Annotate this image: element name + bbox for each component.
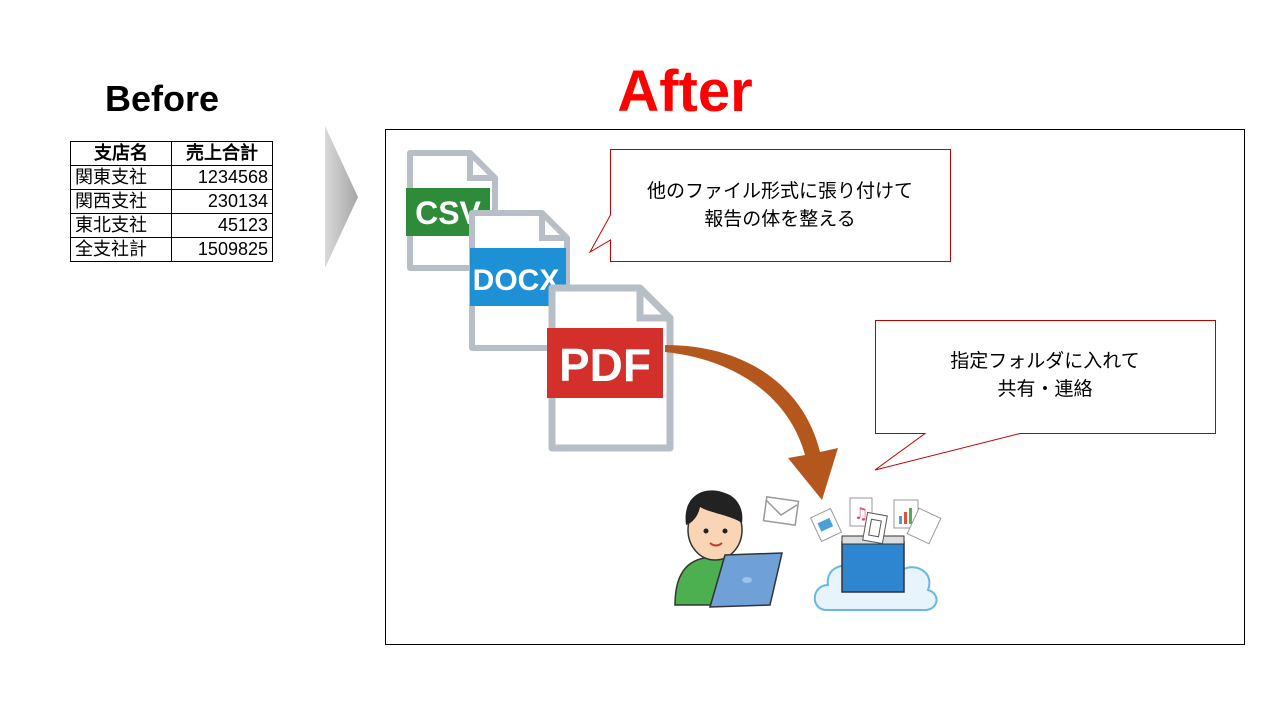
callout-bubble-2 [874, 320, 1216, 471]
cell-sales: 45123 [171, 213, 273, 238]
callout-1-line2: 報告の体を整える [704, 209, 856, 230]
header-sales: 売上合計 [171, 141, 273, 166]
curved-arrow-icon [665, 345, 838, 500]
image-file-icon [810, 507, 843, 543]
after-title: After [617, 59, 753, 124]
callout-bubble-1 [588, 149, 951, 262]
table-row: 関西支社 230134 [70, 189, 273, 214]
table-header-row: 支店名 売上合計 [70, 141, 273, 166]
sales-table: 支店名 売上合計 関東支社 1234568 関西支社 230134 東北支社 4… [70, 141, 273, 262]
callout-1-text: 他のファイル形式に張り付けて 報告の体を整える [610, 178, 950, 234]
table-row: 東北支社 45123 [70, 213, 273, 238]
pdf-file-icon: PDF [547, 284, 674, 452]
cloud-storage-illustration: ♫ [810, 497, 942, 612]
chevron-arrow-icon [325, 126, 358, 268]
cell-branch: 関東支社 [70, 165, 172, 190]
callout-2-text: 指定フォルダに入れて 共有・連絡 [875, 348, 1215, 404]
cell-sales: 1509825 [171, 237, 273, 262]
callout-1-line1: 他のファイル形式に張り付けて [646, 181, 913, 202]
chart-file-icon [893, 499, 919, 529]
cell-sales: 1234568 [171, 165, 273, 190]
laptop-icon [708, 552, 783, 608]
csv-file-icon: CSV [406, 150, 498, 271]
cell-branch: 全支社計 [70, 237, 172, 262]
callout-2-line1: 指定フォルダに入れて [950, 351, 1140, 372]
cell-branch: 東北支社 [70, 213, 172, 238]
cell-sales: 230134 [171, 189, 273, 214]
svg-text:DOCX: DOCX [473, 264, 560, 297]
before-title: Before [104, 78, 220, 119]
document-file-icon [906, 507, 942, 545]
film-file-icon [862, 511, 888, 545]
cell-branch: 関西支社 [70, 189, 172, 214]
envelope-icon [762, 496, 800, 526]
after-panel [385, 129, 1245, 645]
person-laptop-illustration [674, 490, 800, 608]
header-branch: 支店名 [70, 141, 172, 166]
file-icons: CSV DOCX PDF [406, 150, 674, 452]
callout-2-line2: 共有・連絡 [997, 379, 1093, 400]
table-row: 関東支社 1234568 [70, 165, 273, 190]
svg-text:PDF: PDF [559, 339, 651, 391]
table-row: 全支社計 1509825 [70, 237, 273, 262]
svg-text:♫: ♫ [854, 504, 868, 523]
